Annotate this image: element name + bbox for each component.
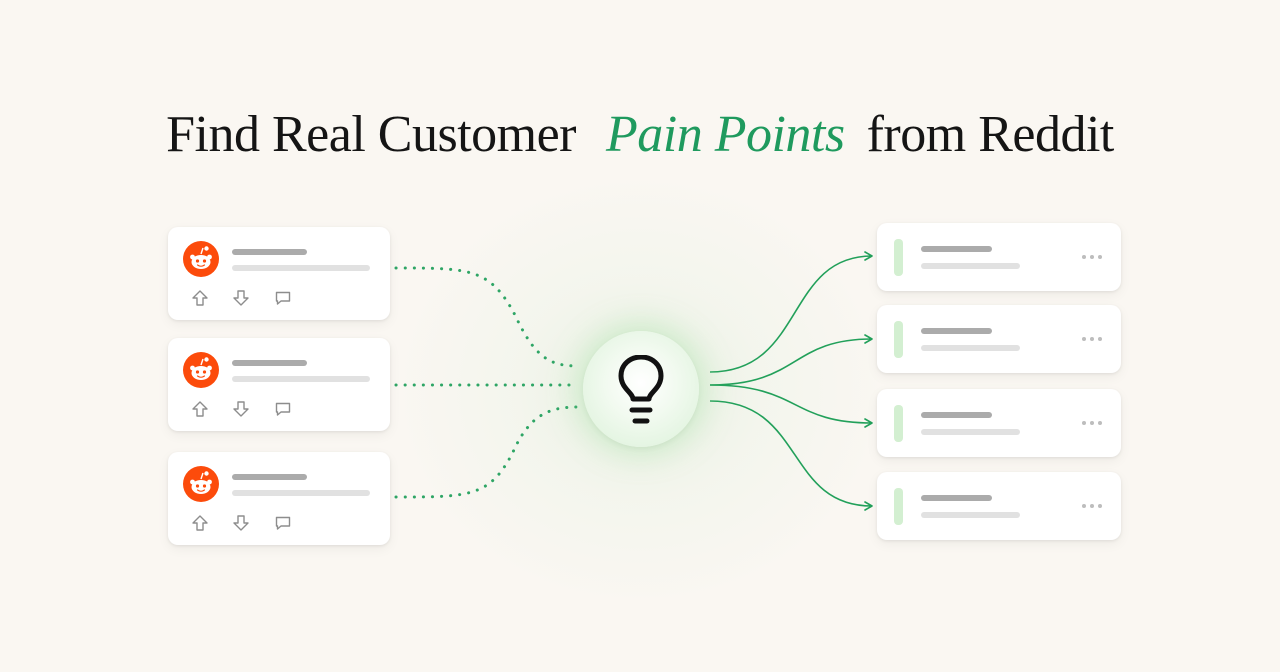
pain-point-marker xyxy=(894,239,903,276)
headline: Find Real Customer Pain Points from Reddit xyxy=(0,103,1280,167)
post-title-placeholder xyxy=(232,249,307,255)
reddit-logo-icon xyxy=(183,352,219,388)
pain-point-marker xyxy=(894,405,903,442)
pain-point-body-placeholder xyxy=(921,429,1020,435)
upvote-icon[interactable] xyxy=(191,400,209,418)
comment-icon[interactable] xyxy=(274,400,292,418)
pain-point-card-1[interactable] xyxy=(877,223,1121,291)
lightbulb-icon xyxy=(618,355,664,424)
more-dots-icon[interactable] xyxy=(1080,248,1104,266)
arrow-line-point-3 xyxy=(709,384,873,428)
pain-point-card-3[interactable] xyxy=(877,389,1121,457)
more-dots-icon[interactable] xyxy=(1080,330,1104,348)
arrow-line-point-4 xyxy=(709,400,873,511)
pain-point-card-2[interactable] xyxy=(877,305,1121,373)
pain-point-body-placeholder xyxy=(921,512,1020,518)
reddit-post-card-2[interactable] xyxy=(168,338,390,431)
downvote-icon[interactable] xyxy=(232,400,250,418)
pain-point-title-placeholder xyxy=(921,328,992,334)
post-title-placeholder xyxy=(232,360,307,366)
downvote-icon[interactable] xyxy=(232,289,250,307)
post-body-placeholder xyxy=(232,265,370,271)
reddit-logo-icon xyxy=(183,241,219,277)
headline-text-after: from Reddit xyxy=(866,106,1115,163)
dotted-line-post-3 xyxy=(394,405,580,499)
pain-point-title-placeholder xyxy=(921,495,992,501)
post-title-placeholder xyxy=(232,474,307,480)
upvote-icon[interactable] xyxy=(191,514,209,532)
insight-hub xyxy=(583,331,699,447)
post-body-placeholder xyxy=(232,490,370,496)
more-dots-icon[interactable] xyxy=(1080,497,1104,515)
pain-point-card-4[interactable] xyxy=(877,472,1121,540)
pain-point-body-placeholder xyxy=(921,345,1020,351)
pain-point-marker xyxy=(894,321,903,358)
more-dots-icon[interactable] xyxy=(1080,414,1104,432)
downvote-icon[interactable] xyxy=(232,514,250,532)
pain-point-body-placeholder xyxy=(921,263,1020,269)
reddit-post-card-3[interactable] xyxy=(168,452,390,545)
headline-text-before: Find Real Customer xyxy=(166,106,576,163)
pain-point-marker xyxy=(894,488,903,525)
comment-icon[interactable] xyxy=(274,289,292,307)
arrow-line-point-1 xyxy=(709,251,873,373)
pain-point-title-placeholder xyxy=(921,246,992,252)
pain-point-title-placeholder xyxy=(921,412,992,418)
reddit-post-card-1[interactable] xyxy=(168,227,390,320)
post-body-placeholder xyxy=(232,376,370,382)
headline-accent: Pain Points xyxy=(606,106,845,163)
comment-icon[interactable] xyxy=(274,514,292,532)
arrow-line-point-2 xyxy=(709,334,873,386)
upvote-icon[interactable] xyxy=(191,289,209,307)
reddit-logo-icon xyxy=(183,466,219,502)
dotted-line-post-1 xyxy=(394,266,580,368)
